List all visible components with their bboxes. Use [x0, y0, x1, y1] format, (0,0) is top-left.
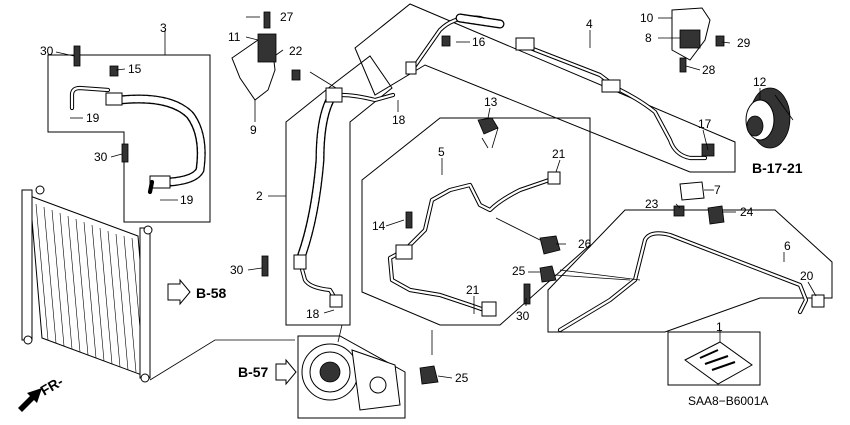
callout-16: 16: [472, 35, 486, 49]
front-direction-indicator: FR-: [18, 373, 66, 412]
suction-pipe: [405, 13, 708, 161]
callout-21b: 21: [466, 283, 480, 297]
callout-30d: 30: [516, 309, 530, 323]
callout-30c: 30: [230, 263, 244, 277]
callout-2: 2: [256, 189, 263, 203]
front-label: FR-: [38, 373, 66, 399]
ref-b57[interactable]: B-57: [238, 358, 297, 386]
switch-13: [477, 117, 499, 135]
arrow-right-icon: [167, 278, 191, 306]
callout-1: 1: [716, 320, 723, 334]
callout-29: 29: [737, 36, 751, 50]
arrow-front-icon: [18, 388, 42, 412]
group-box-2: [285, 55, 393, 326]
callout-5: 5: [438, 145, 445, 159]
callout-10: 10: [640, 11, 654, 25]
callout-28: 28: [702, 63, 716, 77]
group-box-3: [47, 54, 211, 223]
bracket-8-10: [671, 7, 711, 61]
callout-24: 24: [740, 205, 754, 219]
callout-11: 11: [228, 30, 241, 44]
callout-9: 9: [250, 123, 257, 137]
condenser: [21, 185, 153, 383]
liquid-pipe: [387, 171, 561, 317]
receiver-pipe: [557, 231, 825, 333]
callout-12: 12: [753, 75, 767, 89]
callout-18b: 18: [306, 307, 320, 321]
clamp-26: [539, 235, 561, 255]
callout-26: 26: [578, 237, 592, 251]
group-box-1: [667, 331, 761, 386]
compressor: [297, 324, 406, 419]
callout-22: 22: [289, 44, 303, 58]
callout-25b: 25: [455, 371, 469, 385]
callout-8: 8: [645, 31, 652, 45]
bracket-7-24: [679, 181, 725, 225]
arrow-right-icon: [275, 358, 297, 386]
callout-20: 20: [800, 269, 814, 283]
group-box-5: [361, 117, 591, 326]
label-plate-1: [684, 341, 753, 385]
callout-19a: 19: [86, 111, 100, 125]
suction-hose: [293, 87, 396, 308]
clamp-25b: [419, 365, 439, 385]
callout-30b: 30: [94, 150, 108, 164]
callout-19b: 19: [180, 193, 194, 207]
callout-7: 7: [714, 183, 721, 197]
callout-13: 13: [484, 95, 498, 109]
ref-b1721[interactable]: B-17-21: [752, 160, 803, 176]
clamp-25a: [539, 265, 557, 283]
callout-3: 3: [160, 21, 167, 35]
callout-6: 6: [784, 239, 791, 253]
callout-18a: 18: [392, 113, 406, 127]
bolts: [73, 11, 725, 305]
ref-b58-label: B-58: [196, 285, 227, 301]
group-box-4: [354, 3, 736, 173]
callout-14: 14: [372, 219, 386, 233]
callout-15: 15: [128, 62, 142, 76]
ref-b57-label: B-57: [238, 364, 269, 380]
callout-21a: 21: [552, 147, 566, 161]
bracket-9-11: [231, 33, 277, 101]
callout-4: 4: [586, 17, 593, 31]
callout-23: 23: [645, 197, 659, 211]
ref-b1721-label: B-17-21: [752, 160, 803, 176]
callout-17: 17: [698, 117, 712, 131]
callout-27: 27: [280, 10, 294, 24]
leader-lines: [55, 16, 817, 381]
callouts: 1 2 3 4 5 6 7 8 9 10 11 12 13 14 15 16 1…: [40, 10, 814, 385]
group-box-6: [547, 209, 833, 333]
callout-30a: 30: [40, 44, 54, 58]
diagram-code: SAA8−B6001A: [688, 394, 768, 408]
ref-b58[interactable]: B-58: [167, 278, 227, 306]
callout-25a: 25: [512, 264, 526, 278]
discharge-hose: [69, 85, 206, 195]
receiver-drier: [745, 87, 791, 149]
